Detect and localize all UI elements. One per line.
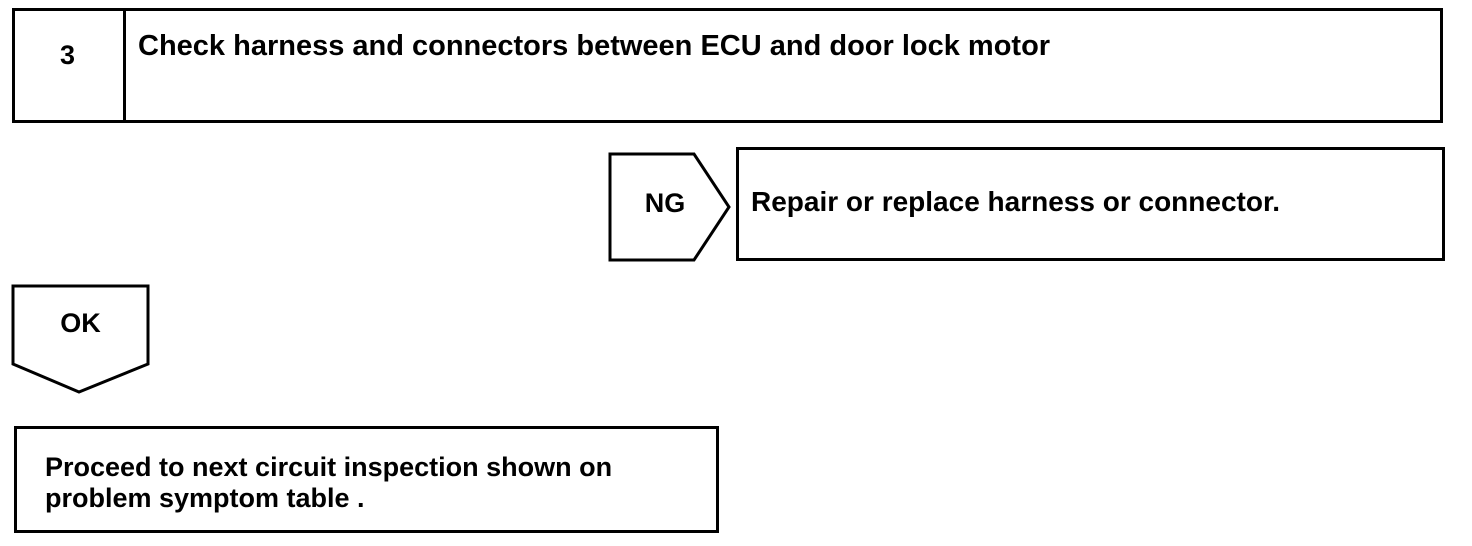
ok-label: OK xyxy=(60,308,101,338)
next-step-line-2: problem symptom table . xyxy=(45,483,365,513)
next-step-box xyxy=(14,426,719,533)
step-divider xyxy=(123,8,126,123)
ng-label: NG xyxy=(644,188,686,218)
step-box xyxy=(12,8,1443,123)
step-number: 3 xyxy=(59,40,76,70)
next-step-text: Proceed to next circuit inspection shown… xyxy=(45,452,705,514)
ng-action-box xyxy=(736,147,1445,261)
ng-arrow xyxy=(608,152,731,262)
step-title: Check harness and connectors between ECU… xyxy=(138,30,1051,62)
ok-arrow xyxy=(11,284,150,394)
next-step-line-1: Proceed to next circuit inspection shown… xyxy=(45,452,613,482)
ng-action-text: Repair or replace harness or connector. xyxy=(751,186,1281,217)
